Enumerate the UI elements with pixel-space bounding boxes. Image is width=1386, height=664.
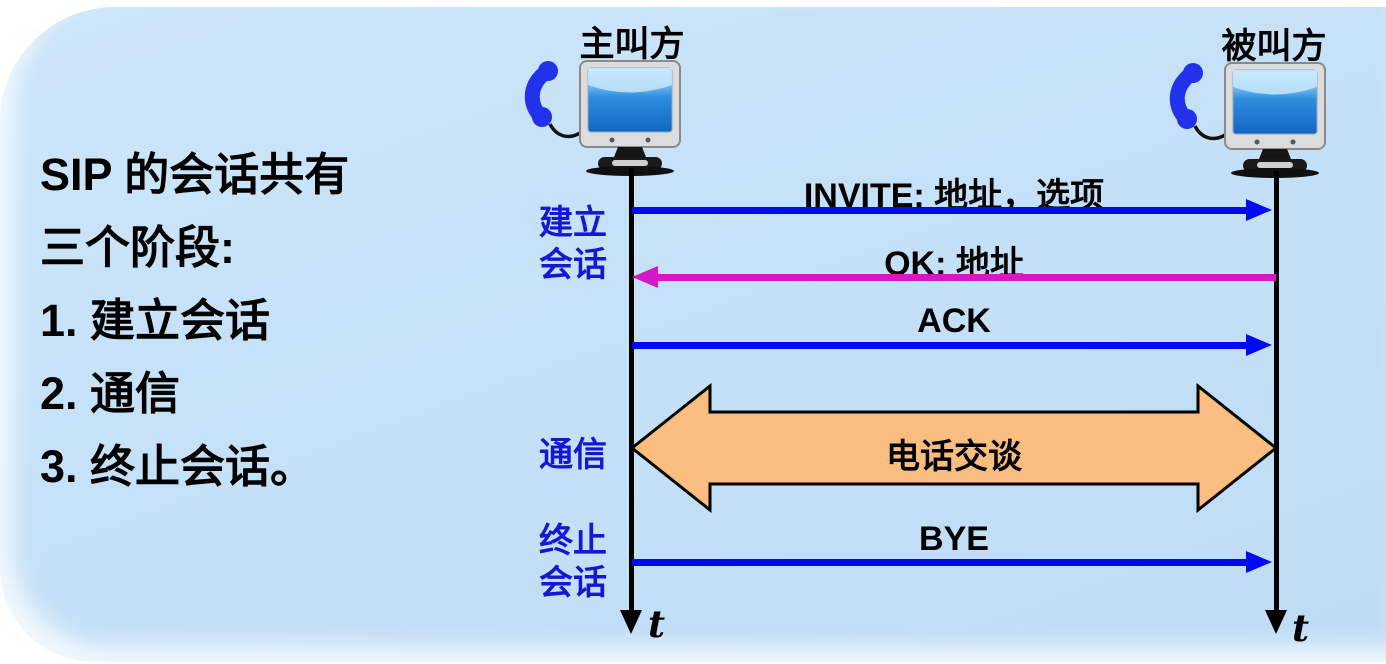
monitor-icon — [1224, 62, 1326, 150]
phone-handset-icon — [1169, 63, 1226, 141]
intro-line: 2. 通信 — [40, 368, 181, 419]
message-label-conversation: 电话交谈 — [886, 438, 1022, 476]
arrow-head-icon — [1246, 334, 1272, 356]
intro-text-block: SIP 的会话共有 三个阶段: 1. 建立会话 2. 通信 3. 终止会话。 — [40, 138, 349, 503]
intro-line: SIP 的会话共有 — [40, 149, 350, 200]
callee-title: 被叫方 — [1221, 27, 1327, 66]
slide-background — [0, 7, 1386, 662]
arrow-head-icon — [1246, 551, 1272, 573]
time-axis-label: t — [648, 602, 666, 646]
handset-cord — [1193, 125, 1226, 141]
phase-label-establish: 建立 会话 — [539, 204, 607, 284]
phase-label-terminate: 终止 会话 — [539, 522, 607, 602]
intro-line: 三个阶段: — [40, 222, 235, 273]
arrow-shaft — [632, 559, 1252, 566]
arrow-shaft — [632, 207, 1252, 214]
time-axis-label: t — [1292, 606, 1310, 650]
intro-line: 3. 终止会话。 — [40, 441, 316, 492]
arrow-head-icon — [632, 266, 658, 288]
monitor-icon — [579, 60, 681, 148]
caller-lifeline — [629, 168, 634, 614]
message-label-ack: ACK — [917, 302, 991, 340]
arrow-head-icon — [1246, 199, 1272, 221]
caller-title: 主叫方 — [579, 25, 685, 64]
message-label-bye: BYE — [919, 520, 989, 558]
time-arrowhead-icon — [620, 610, 642, 634]
arrow-shaft — [656, 274, 1276, 281]
arrow-shaft — [632, 342, 1252, 349]
phase-label-communicate: 通信 — [539, 436, 607, 474]
conversation-arrow-icon — [630, 383, 1278, 513]
callee-computer-icon — [1165, 60, 1335, 178]
caller-computer-icon — [520, 58, 690, 176]
callee-lifeline — [1274, 171, 1279, 614]
time-arrowhead-icon — [1265, 610, 1287, 634]
intro-line: 1. 建立会话 — [40, 295, 271, 346]
handset-cord — [548, 123, 581, 139]
phone-handset-icon — [524, 61, 581, 139]
